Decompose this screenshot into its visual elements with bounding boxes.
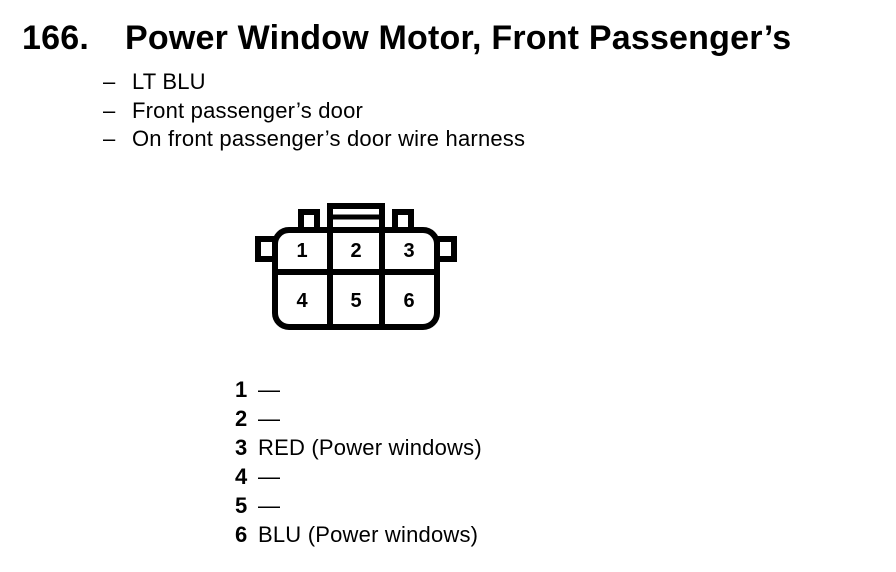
pinout-list: 1 — 2 — 3 RED (Power windows) 4 — 5 — 6 …: [235, 375, 482, 549]
detail-text: LT BLU: [132, 69, 206, 94]
page-title: Power Window Motor, Front Passenger’s: [125, 19, 792, 57]
detail-list: –LT BLU –Front passenger’s door –On fron…: [103, 68, 525, 154]
cavity-5-label: 5: [350, 290, 361, 312]
pin-wire-label: —: [258, 493, 281, 518]
pin-wire-label: RED (Power windows): [258, 435, 482, 460]
detail-text: On front passenger’s door wire harness: [132, 126, 526, 151]
pin-row-5: 5 —: [235, 491, 482, 520]
pin-row-4: 4 —: [235, 462, 482, 491]
pin-wire-label: —: [258, 406, 281, 431]
pin-row-6: 6 BLU (Power windows): [235, 520, 482, 549]
cavity-6-label: 6: [403, 290, 414, 312]
dash-bullet: –: [103, 126, 116, 151]
section-number: 166.: [22, 19, 89, 57]
pin-wire-label: BLU (Power windows): [258, 522, 479, 547]
cavity-3-label: 3: [403, 240, 414, 262]
dash-bullet: –: [103, 69, 116, 94]
pin-number: 5: [235, 493, 248, 518]
dash-bullet: –: [103, 97, 116, 123]
pin-wire-label: —: [258, 377, 281, 402]
detail-item-location: –Front passenger’s door: [103, 97, 525, 126]
center-cavity-column: [327, 227, 385, 330]
cavity-1-label: 1: [296, 240, 307, 262]
pin-row-3: 3 RED (Power windows): [235, 433, 482, 462]
cavity-4-label: 4: [296, 290, 308, 312]
connector-drawing: 1 2 3 4 5 6: [255, 203, 457, 330]
section-heading: 166. Power Window Motor, Front Passenger’…: [22, 21, 791, 55]
detail-text: Front passenger’s door: [132, 97, 364, 123]
pin-number: 6: [235, 522, 248, 547]
pin-number: 4: [235, 464, 248, 489]
pin-wire-label: —: [258, 464, 281, 489]
connector-diagram: 1 2 3 4 5 6: [250, 200, 460, 335]
pin-row-1: 1 —: [235, 375, 482, 404]
pin-number: 2: [235, 406, 248, 431]
pin-number: 1: [235, 377, 248, 402]
detail-item-wire-color: –LT BLU: [103, 68, 525, 97]
detail-item-harness: –On front passenger’s door wire harness: [103, 125, 525, 154]
pin-number: 3: [235, 435, 248, 460]
cavity-2-label: 2: [350, 240, 361, 262]
pin-row-2: 2 —: [235, 404, 482, 433]
